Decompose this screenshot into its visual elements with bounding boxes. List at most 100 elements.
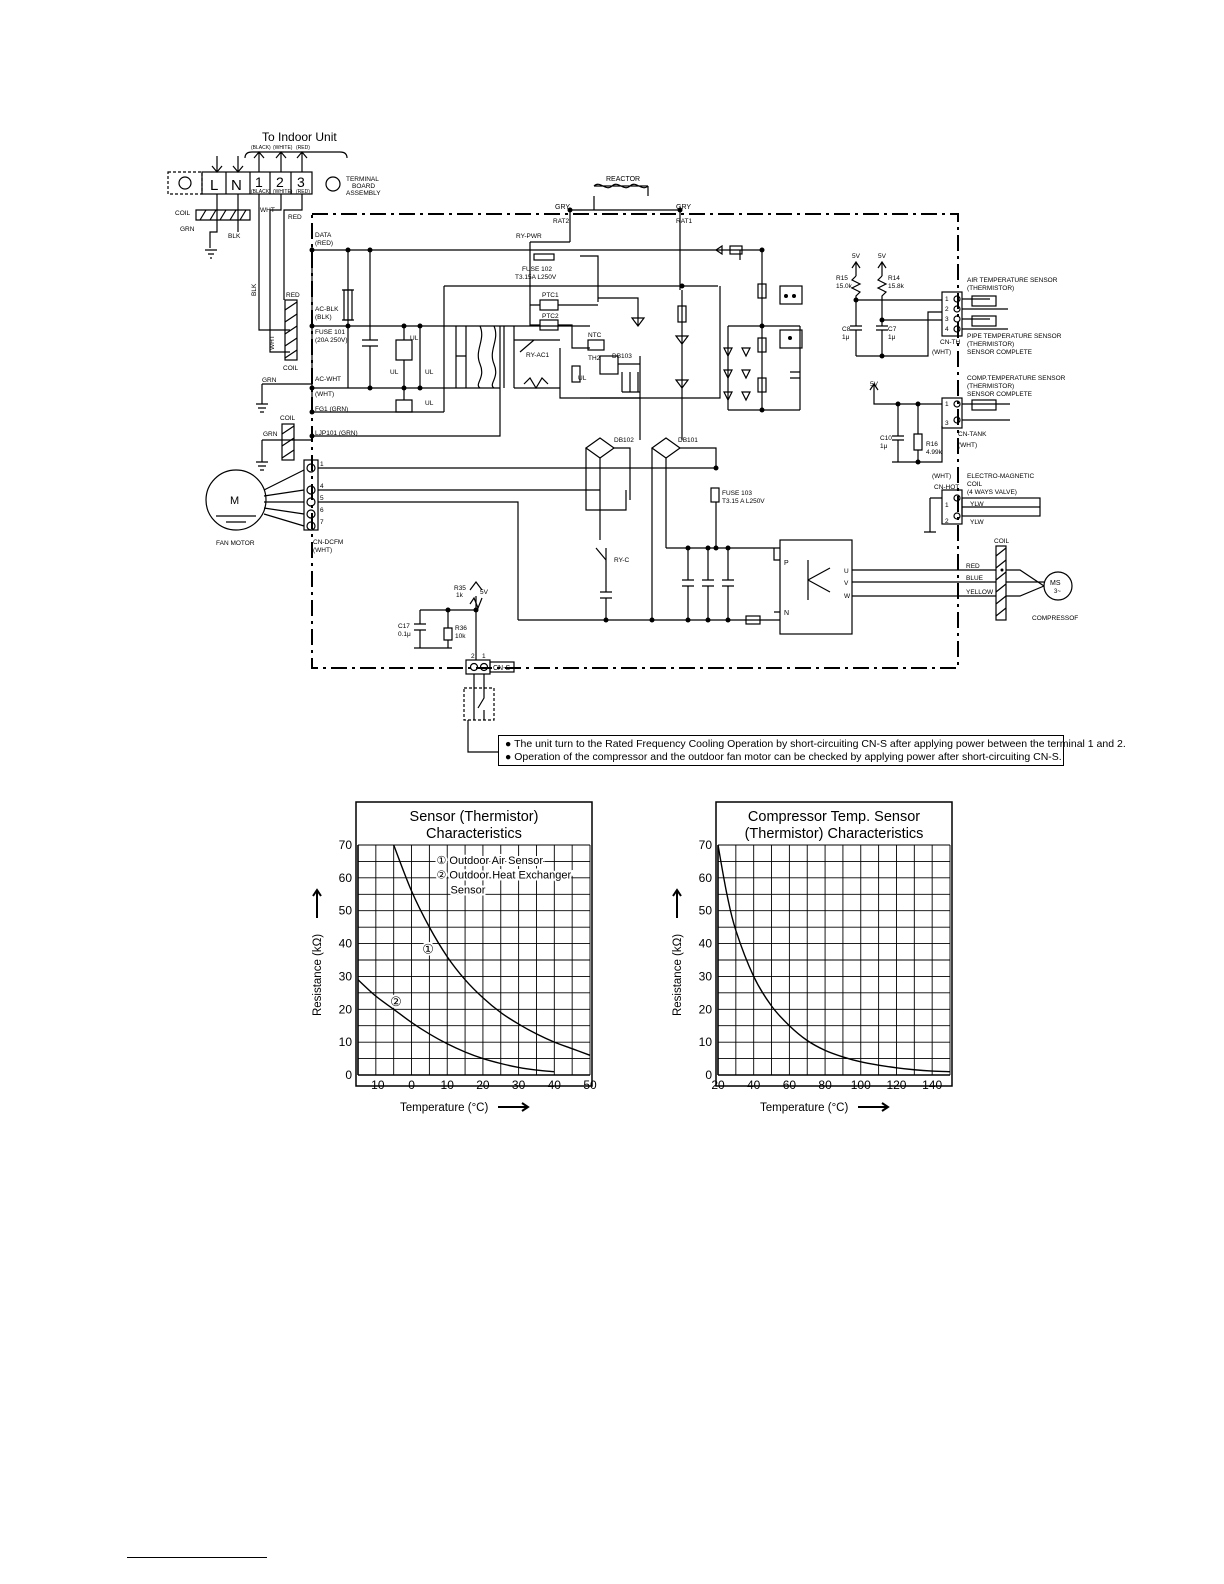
cn-dcfm-label: CN-DCFM <box>313 539 343 546</box>
chart2-y-tick-label: 50 <box>699 904 713 918</box>
c10-value: 1μ <box>880 443 888 450</box>
chart2-y-axis-arrow <box>672 888 682 918</box>
chart2-y-axis-label: Resistance (kΩ) <box>672 934 684 1016</box>
gry-left-label: GRY <box>555 204 570 211</box>
chart2-x-axis-arrow <box>858 1102 890 1112</box>
cn-th-pin-3: 3 <box>945 316 949 323</box>
grn-mid-label: GRN <box>262 377 277 384</box>
ul-label-5: UL <box>578 375 587 382</box>
chart2-y-tick-label: 30 <box>699 969 713 983</box>
ipm-module <box>779 539 853 635</box>
cn-hot-label: CN-HOT <box>934 484 959 491</box>
ptc2-label: PTC2 <box>542 313 559 320</box>
terminal-3: 3 <box>297 174 305 190</box>
cn-s-label: CN-S <box>493 665 510 672</box>
em-coil-line2: COIL <box>967 481 983 488</box>
chart2-y-tick-label: 0 <box>705 1068 712 1082</box>
wire-color-top-black: (BLACK) <box>251 145 271 151</box>
chart2-title-line-1: Compressor Temp. Sensor <box>748 809 920 825</box>
chart2-x-tick-label: 80 <box>818 1078 832 1092</box>
wire-color-bottom-red: (RED) <box>296 189 310 195</box>
db102-label: DB102 <box>614 437 634 444</box>
pipe-sensor-line1: PIPE TEMPERATURE SENSOR <box>967 333 1062 340</box>
cn-th-pin-2: 2 <box>945 306 949 313</box>
ljp101-label: LJP101 (GRN) <box>315 430 358 437</box>
r35-label: R35 <box>454 585 466 592</box>
wire-color-top-red: (RED) <box>296 145 310 151</box>
note-line-1: ● The unit turn to the Rated Frequency C… <box>505 738 1126 750</box>
chart1-curve-marker-2: ② <box>390 994 402 1009</box>
coil-mid-label: COIL <box>283 365 299 372</box>
cn-tank-pin-1: 1 <box>945 401 949 408</box>
thermistor-chart-2: Compressor Temp. Sensor(Thermistor) Char… <box>672 801 953 1114</box>
r14-label: R14 <box>888 275 900 282</box>
chart1-y-tick-label: 40 <box>339 937 353 951</box>
grn-top-label: GRN <box>180 226 195 233</box>
ipm-w-label: W <box>844 593 851 600</box>
ac-blk-label: AC-BLK <box>315 306 339 313</box>
chart2-series-1-line <box>718 845 950 1073</box>
chart1-y-tick-label: 20 <box>339 1002 353 1016</box>
r14-value: 15.8k <box>888 283 905 290</box>
chart2-x-tick-label: 100 <box>851 1078 871 1092</box>
chart2-x-tick-label: 40 <box>747 1078 761 1092</box>
blk-top-label: BLK <box>228 233 241 240</box>
c17-label: C17 <box>398 623 410 630</box>
chart1-series-2-line <box>358 979 555 1073</box>
fan-pin-1: 1 <box>320 461 324 468</box>
chart2-y-tick-label: 60 <box>699 871 713 885</box>
chart1-legend-entry-2: ② Outdoor Heat Exchanger <box>437 870 572 882</box>
cn-th-label: CN-TH <box>940 339 961 346</box>
chart1-y-tick-label: 0 <box>345 1068 352 1082</box>
ylw-label-1: YLW <box>970 501 984 508</box>
chart1-x-axis-arrow <box>498 1102 530 1112</box>
db103-label: DB103 <box>612 353 632 360</box>
gry-right-label: GRY <box>676 204 691 211</box>
red-side-label: RED <box>286 292 300 299</box>
to-indoor-unit-label: To Indoor Unit <box>262 130 337 144</box>
pcb-outline <box>311 213 959 669</box>
note-line-2: ● Operation of the compressor and the ou… <box>505 751 1062 763</box>
compressor-label: COMPRESSOF <box>1032 615 1078 622</box>
ac-wht-label: AC-WHT <box>315 376 341 383</box>
terminal-2: 2 <box>276 174 284 190</box>
comp-sensor-line1: COMP.TEMPERATURE SENSOR <box>967 375 1066 382</box>
chart1-x-tick-label: 0 <box>408 1078 415 1092</box>
compressor-coil-label: COIL <box>994 538 1010 545</box>
chart2-x-tick-label: 60 <box>783 1078 797 1092</box>
air-sensor-line2: (THERMISTOR) <box>967 285 1014 292</box>
ntc-label: NTC <box>588 332 602 339</box>
wht-top-label: WHT <box>260 207 275 214</box>
ipm-v-label: V <box>844 580 849 587</box>
ul-label-3: UL <box>425 369 434 376</box>
fuse101-rating: (20A 250V) <box>315 337 348 344</box>
chart1-legend-entry-1: ① Outdoor Air Sensor <box>437 855 544 867</box>
r15-label: R15 <box>836 275 848 282</box>
fan-motor-circle <box>205 469 267 531</box>
terminal-n: N <box>231 177 242 194</box>
chart1-y-tick-label: 60 <box>339 871 353 885</box>
r16-value: 4.99k <box>926 449 943 456</box>
chart1-y-axis-arrow <box>312 888 322 918</box>
ac-wht-color: (WHT) <box>315 391 334 398</box>
wiring-diagram: To Indoor Unit (BLACK) (WHITE) (RED) L N… <box>167 130 1078 753</box>
compressor-3-label: 3~ <box>1054 589 1061 595</box>
r16-label: R16 <box>926 441 938 448</box>
chart1-x-tick-label: 20 <box>476 1078 490 1092</box>
terminal-1: 1 <box>255 174 263 190</box>
th2-label: TH2 <box>588 355 601 362</box>
ry-ac1-label: RY-AC1 <box>526 352 550 359</box>
cn-th-color: (WHT) <box>932 349 951 356</box>
cn-hot-color: (WHT) <box>932 473 951 480</box>
cn-th-pin-4: 4 <box>945 326 949 333</box>
data-label: DATA <box>315 232 332 239</box>
chart1-x-axis-label: Temperature (°C) <box>400 1102 488 1114</box>
cn-s-pin-2: 2 <box>471 653 475 660</box>
chart2-title-line-2: (Thermistor) Characteristics <box>745 826 924 842</box>
pipe-sensor-line3: SENSOR COMPLETE <box>967 349 1033 356</box>
cn-hot-pin-2: 2 <box>945 518 949 525</box>
ylw-label-2: YLW <box>970 519 984 526</box>
five-v-r14: 5V <box>878 253 887 260</box>
coil-top-label: COIL <box>175 210 191 217</box>
